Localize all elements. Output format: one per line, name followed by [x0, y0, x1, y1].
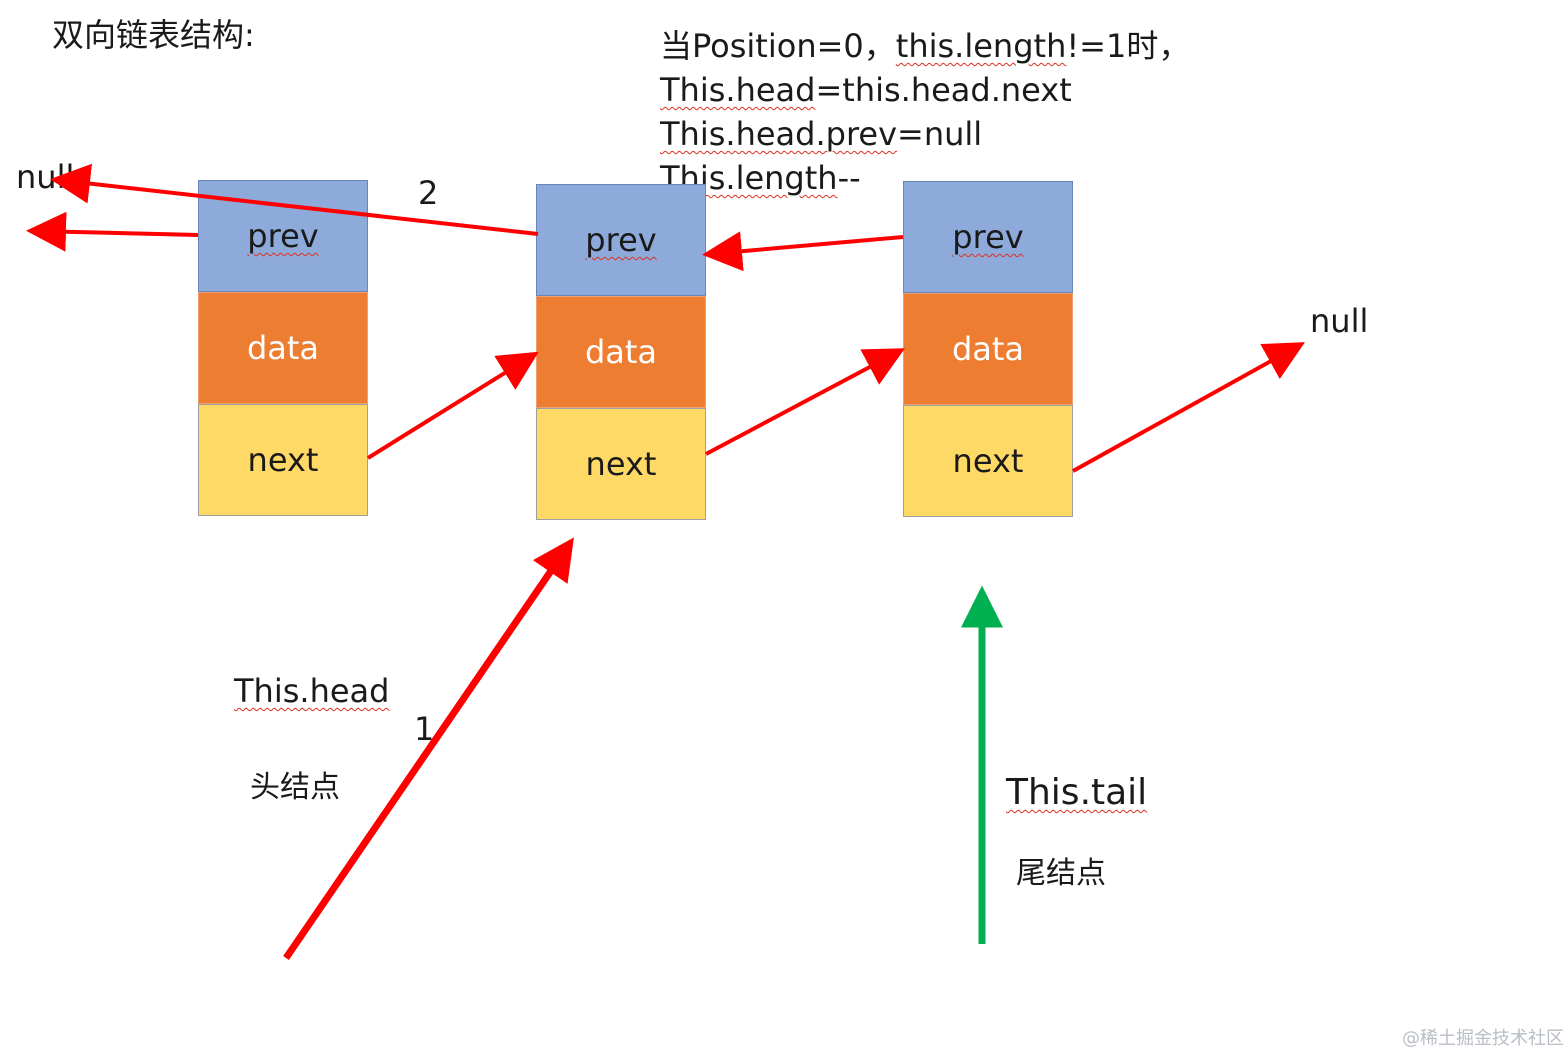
node-3-next-field: next — [903, 405, 1073, 517]
arrow-node1-next-to-node2 — [366, 351, 539, 460]
head-node-label: 头结点 — [250, 770, 340, 805]
head-pointer-label: This.head — [234, 672, 390, 710]
node-3: prev data next — [903, 181, 1073, 517]
tail-pointer-label: This.tail — [1006, 772, 1148, 813]
node-2-next-field: next — [536, 408, 706, 520]
arrow-head-pointer-step1 — [283, 537, 574, 960]
diagram-title: 双向链表结构: — [52, 16, 255, 54]
node-2-data-field: data — [536, 296, 706, 408]
tail-node-label: 尾结点 — [1016, 856, 1106, 891]
condition-line-1: 当Position=0，this.length!=1时， — [660, 27, 1191, 65]
arrow-node3-next-to-null — [1072, 342, 1305, 473]
arrow-node1-prev-to-null — [26, 211, 199, 252]
node-3-prev-field: prev — [903, 181, 1073, 293]
condition-line-3: This.head.prev=null — [660, 115, 983, 153]
arrow-node3-prev-to-node2 — [702, 231, 904, 272]
condition-line-2: This.head=this.head.next — [660, 71, 1072, 109]
node-2-prev-field: prev — [536, 184, 706, 296]
node-2: prev data next — [536, 184, 706, 520]
node-1-next-field: next — [198, 404, 368, 516]
condition-text: 当Position=0，this.length!=1时， This.head=t… — [660, 24, 1190, 200]
watermark: @稀土掘金技术社区 — [1402, 1028, 1564, 1049]
node-1-data-field: data — [198, 292, 368, 404]
arrow-node2-next-to-node3 — [705, 348, 906, 456]
step-number-2: 2 — [418, 174, 439, 212]
step-number-1: 1 — [414, 710, 435, 748]
null-label-right: null — [1310, 302, 1369, 340]
arrow-node2-prev-to-null-step2 — [50, 163, 539, 236]
node-3-data-field: data — [903, 293, 1073, 405]
